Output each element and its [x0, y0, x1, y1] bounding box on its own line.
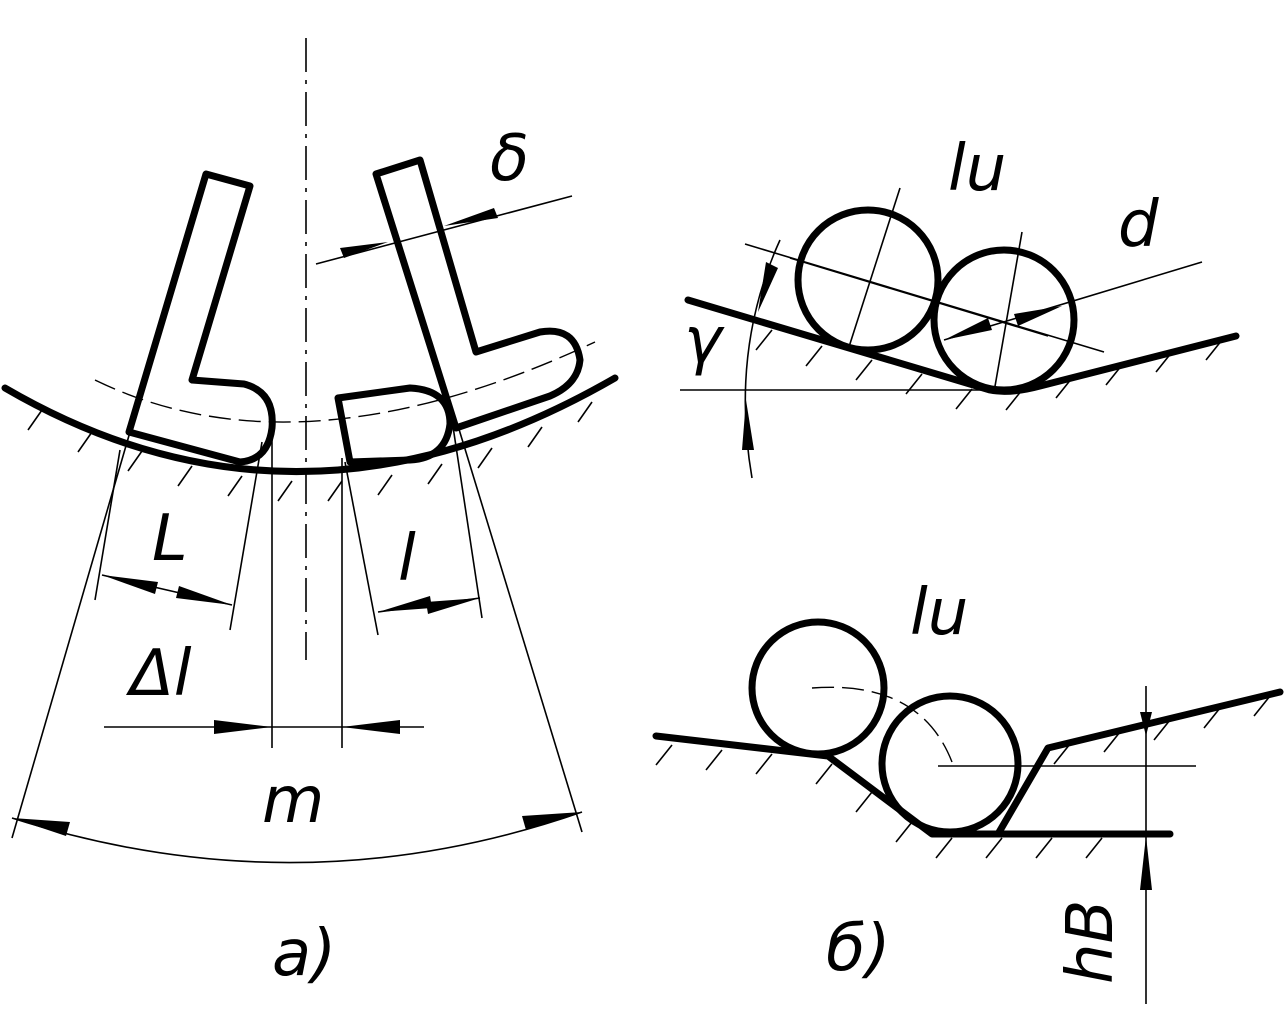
delta-l-arrow-right	[342, 720, 400, 734]
slope-hatching	[755, 329, 1223, 411]
l-arrow-right	[426, 598, 480, 614]
groove-hatching	[655, 695, 1271, 859]
label-hB: hB	[1054, 900, 1128, 984]
label-d: d	[1118, 188, 1159, 262]
m-arc-dimension	[11, 811, 583, 864]
gamma-arrow-bottom	[742, 400, 754, 450]
roller-right	[930, 246, 1078, 394]
label-L: L	[152, 502, 188, 576]
base-hatching	[27, 401, 593, 502]
label-l: l	[398, 522, 416, 596]
left-bent-rod	[125, 170, 276, 466]
right-rod-foot	[334, 384, 454, 466]
hB-arrow-top	[1140, 712, 1152, 736]
label-lu-top: lu	[948, 132, 1006, 206]
roller-upper	[748, 618, 888, 758]
figure-b-top: d lu γ	[680, 132, 1240, 479]
radial-extension-lines	[11, 419, 583, 839]
groove-surface	[652, 688, 1284, 838]
roller-lower	[878, 692, 1022, 836]
roller-left	[794, 206, 942, 354]
gamma-arrow-top	[758, 262, 778, 312]
m-arrow-left	[12, 818, 70, 836]
hB-arrow-bottom	[1140, 836, 1152, 890]
figure-a: δ L l Δl m а)	[1, 38, 619, 991]
base-surface-curve	[1, 374, 619, 475]
delta-arrow-right	[444, 208, 498, 226]
caption-b: б)	[826, 912, 890, 986]
figure-b-bottom: hB lu б)	[652, 576, 1284, 1004]
label-delta-l: Δl	[125, 637, 192, 711]
delta-l-arrow-left	[214, 720, 272, 734]
center-arc	[811, 686, 953, 763]
d-arrow-left	[944, 318, 992, 340]
label-m: m	[262, 764, 324, 838]
L-arrow-left	[102, 575, 158, 594]
label-delta: δ	[490, 122, 529, 196]
m-arrow-right	[522, 812, 582, 830]
rod-centerline-arc	[94, 341, 596, 423]
l-arrow-left	[378, 596, 432, 612]
delta-arrow-left	[340, 242, 388, 258]
label-gamma: γ	[684, 304, 725, 378]
d-arrow-right	[1014, 306, 1062, 326]
label-lu-bottom: lu	[910, 576, 968, 650]
L-arrow-right	[176, 586, 232, 605]
delta-extension-line	[315, 195, 573, 265]
right-bent-rod	[372, 156, 584, 432]
caption-a: а)	[272, 917, 336, 991]
